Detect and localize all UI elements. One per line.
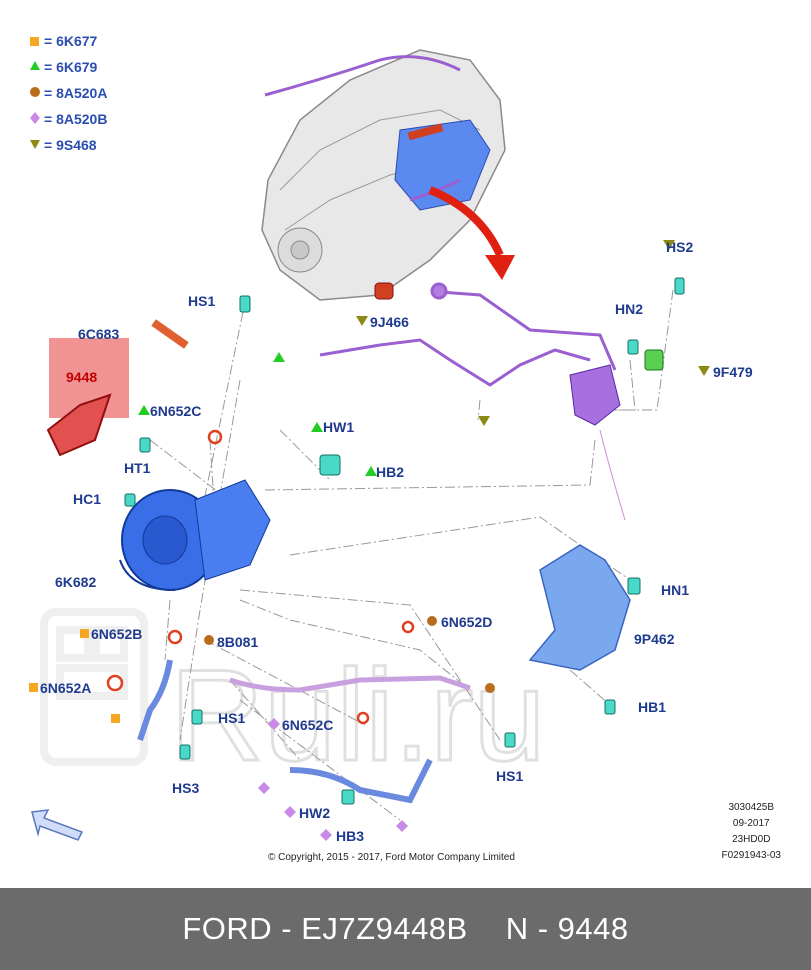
label-6n652d[interactable]: 6N652D xyxy=(441,614,493,630)
label-9448[interactable]: 9448 xyxy=(66,369,98,385)
connector-9f479 xyxy=(644,349,664,371)
red-arrow-head xyxy=(485,255,515,280)
label-9f479[interactable]: 9F479 xyxy=(713,364,753,380)
label-6n652c-lower[interactable]: 6N652C xyxy=(282,717,334,733)
label-hs1-top[interactable]: HS1 xyxy=(188,293,216,309)
turbocharger xyxy=(119,479,271,591)
label-hs2[interactable]: HS2 xyxy=(666,239,694,255)
connector-9j466 xyxy=(374,282,394,300)
o-ring-6n652c-lower xyxy=(356,711,370,725)
gasket-9448 xyxy=(46,393,112,457)
legend-item-8a520a: = 8A520A xyxy=(30,80,170,106)
lower-bracket-pipe xyxy=(289,758,433,804)
upper-hose-assembly xyxy=(319,282,617,387)
sensor-6c683 xyxy=(151,319,189,349)
label-hb2[interactable]: HB2 xyxy=(376,464,405,480)
info-line: 23HD0D xyxy=(732,834,771,845)
label-hs3[interactable]: HS3 xyxy=(172,780,200,796)
info-line: 3030425B xyxy=(728,802,775,813)
label-hn1[interactable]: HN1 xyxy=(661,582,690,598)
label-hb1[interactable]: HB1 xyxy=(638,699,667,715)
legend-code: = 6K679 xyxy=(44,59,98,75)
diamond-marker-icon xyxy=(30,111,44,127)
engine-block xyxy=(261,49,506,301)
part-number-footer: FORD - EJ7Z9448B N - 9448 xyxy=(0,888,811,970)
legend-item-6k677: = 6K677 xyxy=(30,28,170,54)
info-line: 09-2017 xyxy=(732,818,770,829)
label-hw2[interactable]: HW2 xyxy=(299,805,331,821)
legend-item-6k679: = 6K679 xyxy=(30,54,170,80)
triangle-down-marker-icon xyxy=(30,137,44,153)
label-ht1[interactable]: HT1 xyxy=(124,460,151,476)
legend-item-9s468: = 9S468 xyxy=(30,132,170,158)
oil-feed-pipe-8b081 xyxy=(229,675,471,693)
label-6c683[interactable]: 6C683 xyxy=(78,326,120,342)
o-ring-6n652c xyxy=(207,429,223,445)
label-hw1[interactable]: HW1 xyxy=(323,419,355,435)
triangle-up-marker-icon xyxy=(30,59,44,75)
fasteners xyxy=(124,277,685,805)
label-hc1[interactable]: HC1 xyxy=(73,491,102,507)
label-8b081[interactable]: 8B081 xyxy=(217,634,259,650)
label-hn2[interactable]: HN2 xyxy=(615,301,644,317)
heat-shield-9p462 xyxy=(528,544,631,671)
label-6n652a[interactable]: 6N652A xyxy=(40,680,92,696)
o-ring-6n652b xyxy=(167,629,183,645)
legend-code: = 9S468 xyxy=(44,137,97,153)
solenoid-valve xyxy=(569,364,621,426)
circle-marker-icon xyxy=(30,85,44,101)
color-legend: = 6K677 = 6K679 = 8A520A = 8A520B = 9S46… xyxy=(30,28,170,158)
diagram-info-block: 3030425B 09-2017 23HD0D F0291943-03 xyxy=(722,800,782,864)
legend-code: = 8A520A xyxy=(44,85,108,101)
exploded-parts-diagram: Ruli.ru xyxy=(29,49,710,841)
label-hb3[interactable]: HB3 xyxy=(336,828,365,844)
legend-code: = 6K677 xyxy=(44,33,98,49)
footer-part-number: FORD - EJ7Z9448B xyxy=(182,911,468,946)
label-6n652c[interactable]: 6N652C xyxy=(150,403,202,419)
label-6k682[interactable]: 6K682 xyxy=(55,574,97,590)
o-ring-6n652a xyxy=(106,674,124,692)
copyright-notice: © Copyright, 2015 - 2017, Ford Motor Com… xyxy=(268,852,515,863)
label-hs1-bottom[interactable]: HS1 xyxy=(496,768,524,784)
footer-base-number: N - 9448 xyxy=(505,911,629,946)
o-ring-6n652d xyxy=(401,620,415,634)
marker-symbols xyxy=(29,240,710,841)
front-direction-arrow-icon xyxy=(31,809,84,841)
watermark-logo xyxy=(40,608,148,766)
label-9p462[interactable]: 9P462 xyxy=(634,631,675,647)
red-direction-arrow xyxy=(428,186,504,257)
info-line: F0291943-03 xyxy=(721,850,782,861)
thin-pink-hose xyxy=(599,429,626,521)
label-9j466[interactable]: 9J466 xyxy=(370,314,409,330)
legend-item-8a520b: = 8A520B xyxy=(30,106,170,132)
label-6n652b[interactable]: 6N652B xyxy=(91,626,143,642)
left-oil-pipe xyxy=(137,659,173,741)
square-marker-icon xyxy=(30,33,44,49)
legend-code: = 8A520B xyxy=(44,111,108,127)
label-hs1-left[interactable]: HS1 xyxy=(218,710,246,726)
